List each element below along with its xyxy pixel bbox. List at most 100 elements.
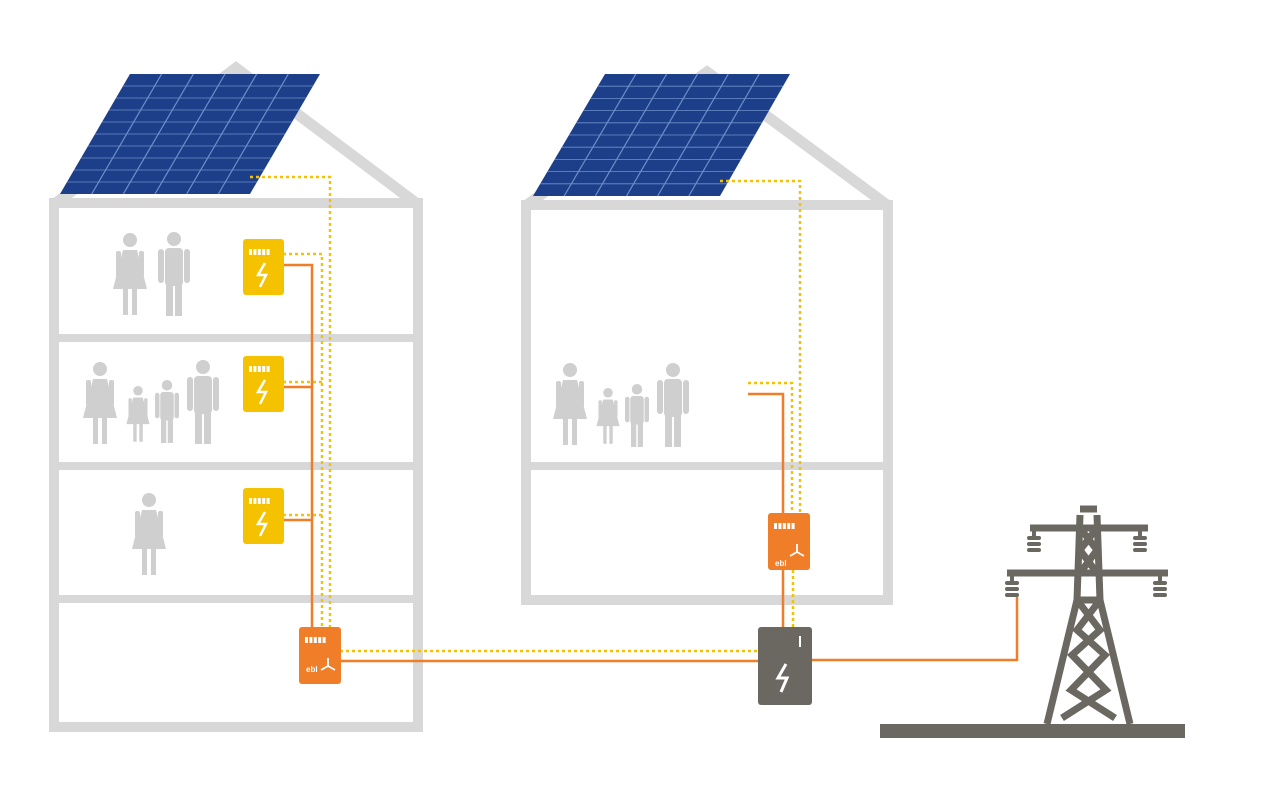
insulator-disc — [1005, 587, 1019, 591]
person-leg — [167, 419, 173, 443]
person-arm — [598, 400, 602, 418]
person-head — [123, 233, 137, 247]
person-icon — [126, 386, 150, 442]
pylon-brace-1 — [1077, 525, 1102, 576]
person-leg — [166, 284, 173, 316]
wallbox-logo-icon — [320, 658, 336, 671]
person-figure — [596, 388, 620, 444]
person-leg — [142, 547, 147, 575]
person-head — [93, 362, 107, 376]
person-arm — [116, 251, 121, 277]
left-wallbox: ebl — [299, 627, 341, 684]
person-leg — [563, 417, 568, 445]
dc-wiring — [250, 175, 802, 653]
grid-connection-meter — [758, 627, 812, 705]
person-icon — [657, 363, 689, 447]
energy-meter — [243, 488, 284, 544]
meter-display-segment — [313, 637, 317, 643]
person-head — [161, 380, 173, 391]
person-leg — [195, 412, 202, 444]
insulator-disc — [1027, 536, 1041, 540]
wallbox-brand-label: ebl — [775, 559, 787, 568]
person-leg — [93, 416, 98, 444]
meter-display-segment — [257, 366, 261, 372]
person-head — [563, 363, 577, 377]
meter-display-segment — [249, 249, 252, 255]
person-icon — [83, 362, 117, 444]
meter-display-segment — [262, 249, 266, 255]
person-arm — [158, 249, 164, 283]
person-leg — [572, 417, 577, 445]
residents — [83, 232, 689, 575]
person-torso — [160, 392, 174, 421]
person-arm — [158, 511, 163, 537]
dc-line-left-floor1 — [283, 252, 324, 628]
person-icon — [113, 233, 147, 315]
person-arm — [556, 381, 561, 407]
person-leg — [175, 284, 182, 316]
person-arm — [86, 380, 91, 406]
right-wallbox: ebl — [768, 513, 810, 570]
meter-display-segment — [249, 366, 252, 372]
insulator-stem — [1010, 576, 1014, 582]
person-figure — [158, 232, 190, 316]
person-head — [133, 386, 143, 396]
person-head — [666, 363, 680, 377]
person-arm — [135, 511, 140, 537]
person-leg — [665, 415, 672, 447]
insulator-disc — [1153, 587, 1167, 591]
meter-display-segment — [257, 498, 261, 504]
person-leg — [139, 422, 143, 442]
person-head — [631, 384, 643, 395]
person-arm — [657, 380, 663, 414]
dc-line-left-panel — [250, 175, 332, 628]
person-figure — [113, 233, 147, 315]
apartment-meters — [243, 239, 284, 544]
person-leg — [133, 422, 137, 442]
insulator-disc — [1153, 593, 1167, 597]
person-arm — [109, 380, 114, 406]
person-figure — [126, 386, 150, 442]
pylon-brace-4 — [1065, 597, 1117, 721]
pylon-brace-2 — [1075, 525, 1100, 576]
meter-display-segment — [778, 523, 782, 529]
person-leg — [637, 423, 643, 447]
lightning-bolt-icon — [255, 262, 269, 288]
person-dress — [596, 399, 620, 427]
person-leg — [204, 412, 211, 444]
insulator-disc — [1005, 593, 1019, 597]
meter-display-segment — [253, 249, 257, 255]
person-dress — [113, 250, 147, 289]
insulator-disc — [1133, 542, 1147, 546]
meter-display-segment — [774, 523, 777, 529]
insulator-disc — [1133, 548, 1147, 552]
meter-display-segment — [309, 637, 313, 643]
insulator-disc — [1005, 581, 1019, 585]
person-icon — [553, 363, 587, 445]
insulator-stem — [1032, 531, 1036, 537]
meter-display-segment — [262, 366, 266, 372]
person-arm — [174, 392, 179, 419]
insulators — [1005, 531, 1167, 597]
wallbox-brand-label: ebl — [306, 665, 318, 674]
person-leg — [123, 287, 128, 315]
person-figure — [155, 380, 179, 443]
person-figure — [187, 360, 219, 444]
person-figure — [83, 362, 117, 444]
lightning-bolt-icon — [255, 511, 269, 537]
ac-line-right-floor — [748, 392, 785, 513]
meter-display-segment — [266, 249, 270, 255]
meter-display-segment — [305, 637, 308, 643]
logo-stroke — [796, 551, 805, 557]
meter-display-segment — [262, 498, 266, 504]
person-arm — [614, 400, 618, 418]
person-figure — [553, 363, 587, 445]
ac-line-to-pylon — [812, 597, 1019, 662]
person-head — [167, 232, 181, 246]
person-figure — [132, 493, 166, 575]
house-walls — [521, 200, 893, 605]
person-arm — [155, 392, 160, 419]
person-leg — [132, 287, 137, 315]
person-icon — [155, 380, 179, 443]
